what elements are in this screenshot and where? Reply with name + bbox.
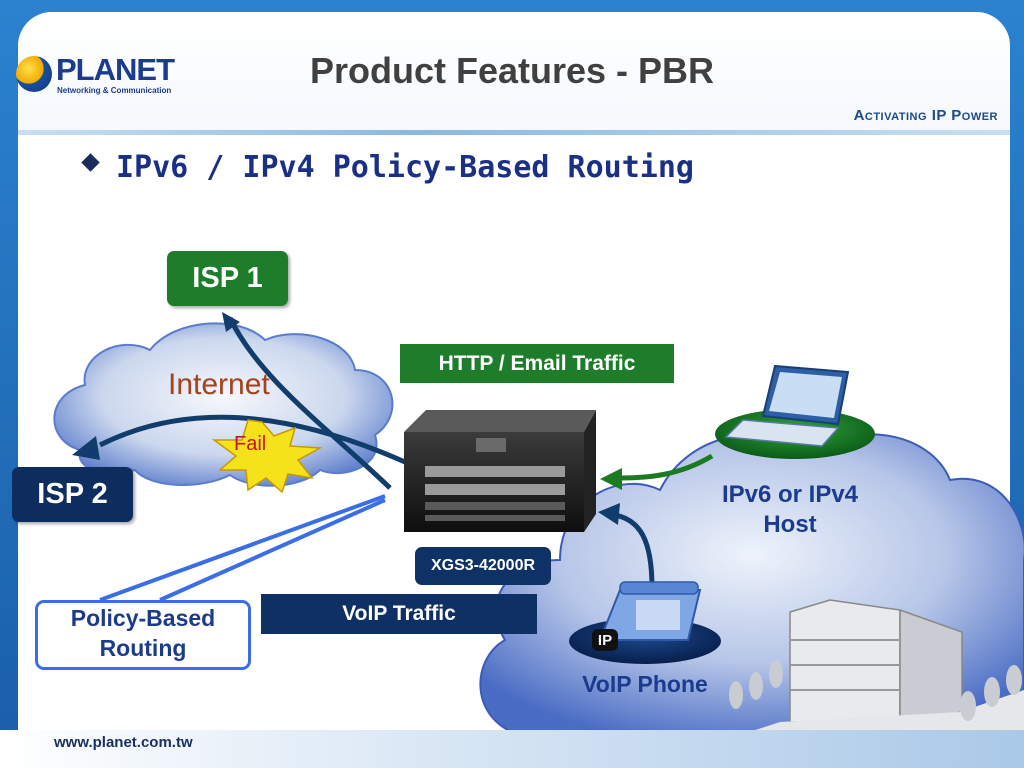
logo-name: PLANET xyxy=(56,52,175,87)
host-label: IPv6 or IPv4 Host xyxy=(700,480,880,540)
phone-label: VoIP Phone xyxy=(582,671,708,697)
fail-label: Fail xyxy=(234,433,267,455)
planet-logo-icon xyxy=(16,56,52,92)
bullet-text: IPv6 / IPv4 Policy-Based Routing xyxy=(116,150,694,185)
trees-icon xyxy=(729,660,1022,721)
policy-line-2 xyxy=(159,498,386,602)
logo-subtitle: Networking & Communication xyxy=(57,86,172,95)
internet-label: Internet xyxy=(168,368,270,401)
internet-cloud-icon xyxy=(53,322,394,487)
policy-routing-line-2: Routing xyxy=(99,635,187,661)
http-traffic-label: HTTP / Email Traffic xyxy=(400,344,674,383)
phone-arrow xyxy=(614,512,655,589)
arrowhead-isp2-icon xyxy=(72,436,100,460)
header-divider xyxy=(18,130,1010,135)
switch-chassis-icon xyxy=(404,410,596,532)
building-icon xyxy=(740,599,1024,735)
policy-line-1 xyxy=(99,494,386,602)
ip-phone-icon xyxy=(598,581,702,641)
laptop-icon xyxy=(724,364,850,447)
voip-traffic-label: VoIP Traffic xyxy=(261,594,537,634)
policy-routing-box: Policy-Based Routing xyxy=(35,600,251,670)
policy-routing-line-1: Policy-Based xyxy=(70,605,216,631)
arrowhead-host-icon xyxy=(600,468,622,490)
isp1-box: ISP 1 xyxy=(167,251,288,306)
route-arrow-isp2 xyxy=(98,414,407,465)
page-title: Product Features - PBR xyxy=(309,50,715,91)
arrowhead-phone-icon xyxy=(598,503,620,525)
fail-burst-icon xyxy=(211,419,323,494)
footer-bar xyxy=(0,730,1024,768)
host-arrow xyxy=(619,453,714,481)
header xyxy=(18,12,1010,130)
switch-model-label: XGS3-42000R xyxy=(415,547,551,585)
tagline: Activating IP Power xyxy=(853,107,998,124)
footer-url[interactable]: www.planet.com.tw xyxy=(54,734,193,751)
host-label-line-2: Host xyxy=(763,511,817,538)
route-arrow-isp1 xyxy=(227,316,392,490)
arrowhead-isp1-icon xyxy=(222,312,240,332)
ip-badge: IP xyxy=(592,629,618,651)
isp2-box: ISP 2 xyxy=(12,467,133,522)
host-label-line-1: IPv6 or IPv4 xyxy=(721,481,859,508)
